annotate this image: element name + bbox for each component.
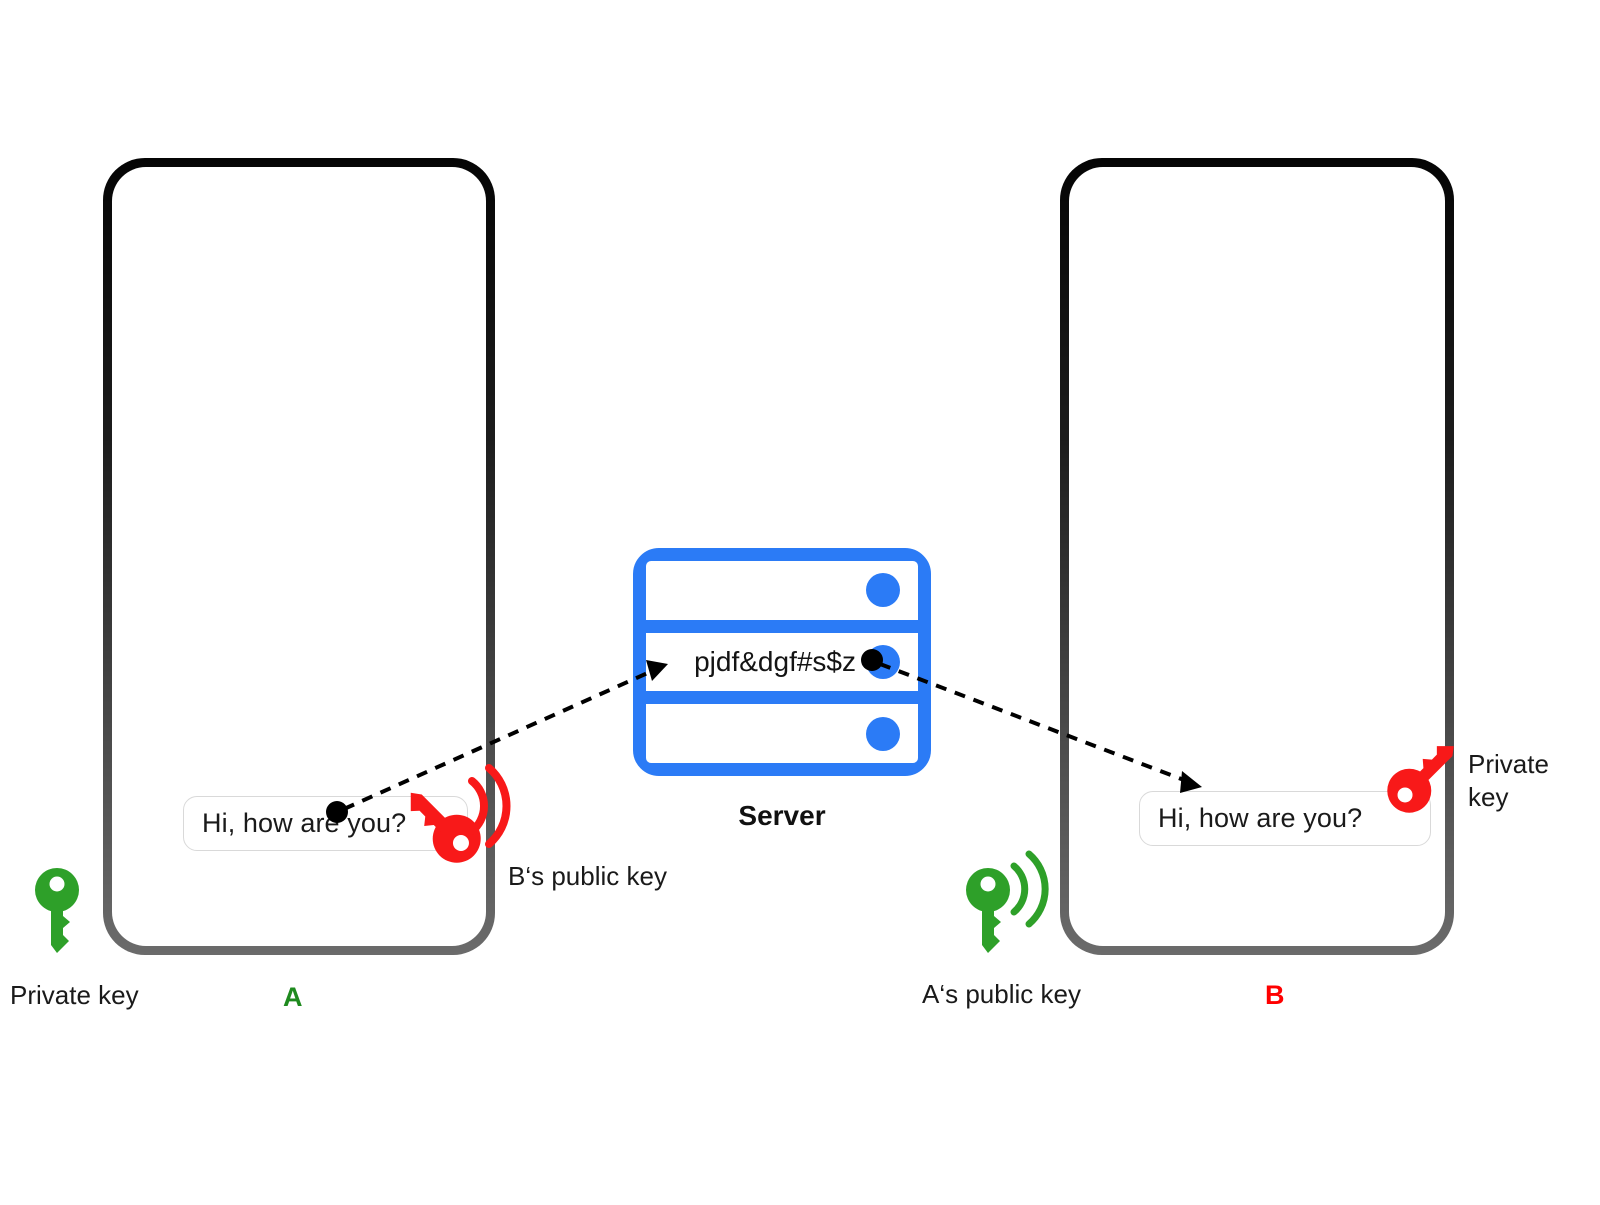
server-led-bottom-icon: [866, 716, 900, 751]
cipher-text: pjdf&dgf#s$z: [694, 646, 856, 677]
key-public-a-icon: [966, 850, 1049, 953]
key-private-b-icon: [1387, 746, 1454, 813]
message-text-b: Hi, how are you?: [1158, 803, 1363, 833]
server-led-top-icon: [866, 573, 900, 608]
message-bubble-b[interactable]: Hi, how are you?: [1139, 791, 1431, 846]
private-key-label-b: Private key: [1468, 749, 1549, 812]
dashed-arrow-a-to-server-icon: [326, 660, 668, 823]
server-label: Server: [738, 800, 826, 831]
private-key-label-a: Private key: [10, 980, 139, 1010]
server-slot-top: [646, 561, 918, 620]
endpoint-label-a: A: [283, 982, 303, 1012]
key-private-a-icon: [35, 868, 79, 953]
public-key-label-a: A‘s public key: [922, 979, 1081, 1009]
server-slot-bottom: [646, 704, 918, 764]
server-divider-1: [646, 619, 918, 633]
endpoint-label-b: B: [1265, 980, 1285, 1010]
public-key-label-b: B‘s public key: [508, 861, 667, 891]
server-divider-2: [646, 691, 918, 705]
server-icon: pjdf&dgf#s$z: [633, 548, 931, 776]
key-public-b-icon: [410, 764, 511, 863]
dashed-arrow-server-to-b-icon: [861, 649, 1202, 793]
phone-device-a: [103, 158, 495, 955]
message-text-a: Hi, how are you?: [202, 808, 407, 838]
